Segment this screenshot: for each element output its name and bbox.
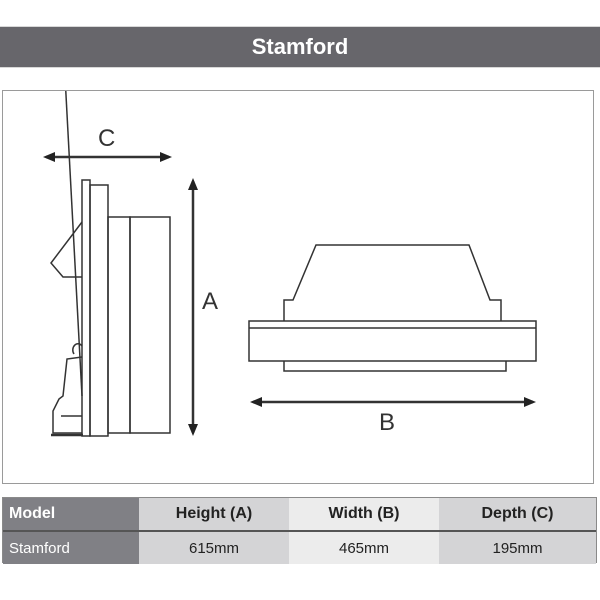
- table-header-row: Model Height (A) Width (B) Depth (C): [3, 498, 596, 532]
- dimensions-table: Model Height (A) Width (B) Depth (C) Sta…: [2, 497, 597, 564]
- cell-width: 465mm: [289, 532, 439, 564]
- header-depth: Depth (C): [439, 498, 596, 530]
- cell-depth: 195mm: [439, 532, 596, 564]
- dimension-label-b: B: [379, 409, 396, 436]
- header-height: Height (A): [139, 498, 289, 530]
- top-view-drawing: [248, 244, 537, 407]
- cell-model: Stamford: [3, 532, 139, 564]
- page-title: Stamford: [251, 34, 349, 59]
- cell-height: 615mm: [139, 532, 289, 564]
- dimension-label-a: A: [202, 288, 219, 315]
- dimension-label-c: C: [98, 125, 116, 152]
- header-model: Model: [3, 498, 139, 530]
- table-row: Stamford 615mm 465mm 195mm: [3, 532, 596, 564]
- dimension-diagram: C A B: [2, 90, 594, 484]
- side-view-drawing: [43, 91, 198, 437]
- header-width: Width (B): [289, 498, 439, 530]
- title-bar: Stamford: [0, 26, 600, 68]
